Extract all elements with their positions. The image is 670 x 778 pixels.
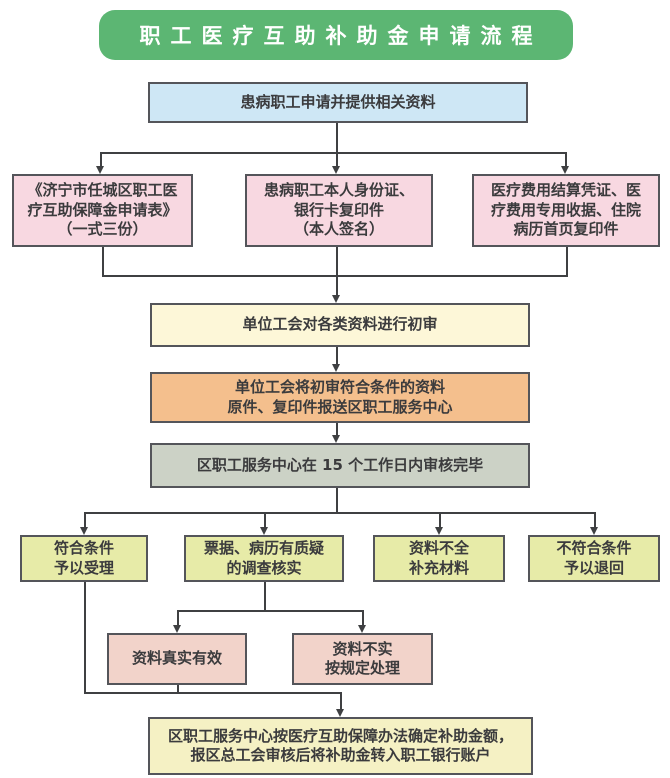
node-apply: 患病职工申请并提供相关资料 (148, 82, 528, 123)
connector-doc-medical-down (566, 247, 568, 277)
node-center-review: 区职工服务中心在 15 个工作日内审核完毕 (150, 443, 530, 488)
arrow-down-icon (590, 527, 598, 535)
arrow-down-icon (260, 527, 268, 535)
connector-split-verify (177, 610, 364, 612)
connector-to-union-review (336, 277, 338, 295)
connector-to-reject (594, 512, 596, 527)
node-doc-form: 《济宁市任城区职工医 疗互助保障金申请表》 （一式三份） (12, 174, 193, 247)
connector-doc-form-down (102, 247, 104, 277)
connector-doubt-down (264, 582, 266, 612)
node-incomplete: 资料不全 补充材料 (373, 535, 505, 582)
connector-split4 (84, 512, 596, 514)
connector-to-doubt (264, 512, 266, 527)
connector-center-down (336, 488, 338, 513)
connector-to-invalid (362, 610, 364, 625)
connector-to-union-submit (336, 347, 338, 364)
arrow-down-icon (332, 435, 340, 443)
arrow-down-icon (96, 166, 104, 174)
arrow-down-icon (332, 166, 340, 174)
connector-to-doc-medical (565, 152, 567, 166)
page-title: 职工医疗互助补助金申请流程 (99, 10, 573, 60)
connector-to-accept (84, 512, 86, 527)
arrow-down-icon (336, 709, 344, 717)
node-final: 区职工服务中心按医疗互助保障办法确定补助金额， 报区总工会审核后将补助金转入职工… (148, 717, 533, 775)
connector-merge-final (84, 692, 342, 694)
node-doc-medical: 医疗费用结算凭证、医 疗费用专用收据、住院 病历首页复印件 (472, 174, 660, 247)
node-union-review: 单位工会对各类资料进行初审 (150, 303, 530, 347)
node-valid: 资料真实有效 (107, 633, 247, 685)
node-reject: 不符合条件 予以退回 (528, 535, 660, 582)
node-accept: 符合条件 予以受理 (20, 535, 148, 582)
arrow-down-icon (561, 166, 569, 174)
node-invalid: 资料不实 按规定处理 (292, 633, 433, 685)
node-union-submit: 单位工会将初审符合条件的资料 原件、复印件报送区职工服务中心 (150, 372, 530, 423)
connector-doc-id-down (336, 247, 338, 277)
arrow-down-icon (332, 364, 340, 372)
node-doc-id: 患病职工本人身份证、 银行卡复印件 （本人签名） (245, 174, 433, 247)
arrow-down-icon (173, 625, 181, 633)
connector-to-center-review (336, 423, 338, 435)
node-doubt: 票据、病历有质疑 的调查核实 (184, 535, 344, 582)
arrow-down-icon (435, 527, 443, 535)
connector-to-final (340, 692, 342, 709)
connector-to-valid (177, 610, 179, 625)
arrow-down-icon (358, 625, 366, 633)
arrow-down-icon (80, 527, 88, 535)
connector-to-incomplete (439, 512, 441, 527)
connector-merge3 (102, 275, 568, 277)
connector-accept-down (84, 582, 86, 694)
connector-to-doc-form (100, 152, 102, 166)
arrow-down-icon (332, 295, 340, 303)
connector-apply-down (336, 123, 338, 153)
connector-valid-down (177, 685, 179, 694)
connector-to-doc-id (336, 152, 338, 166)
connector-split3 (100, 152, 567, 154)
